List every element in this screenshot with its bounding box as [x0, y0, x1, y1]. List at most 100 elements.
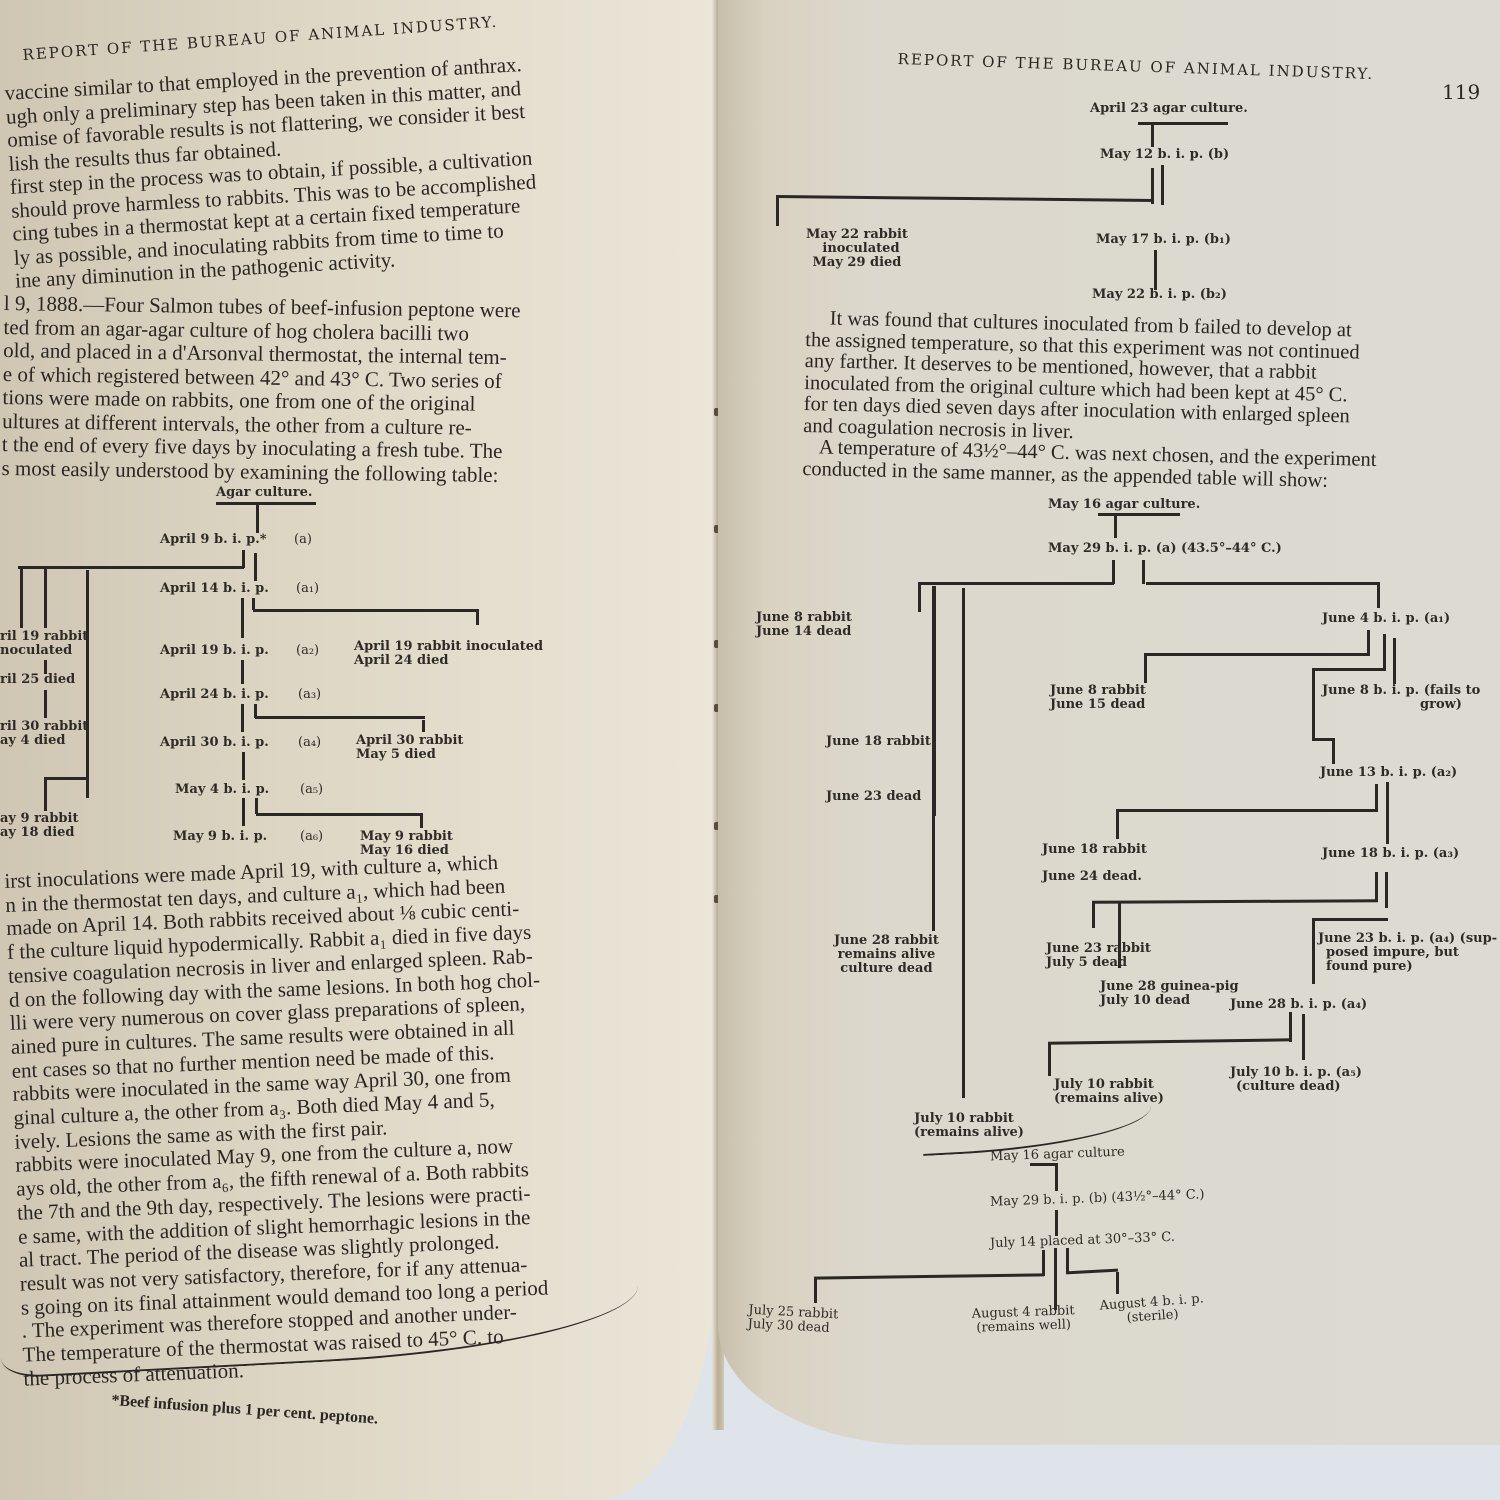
connector	[1312, 920, 1315, 984]
branch-line	[813, 1273, 1045, 1280]
connector	[1161, 165, 1164, 205]
branch-line	[1091, 899, 1379, 904]
label-line: July 10 dead	[1100, 993, 1191, 1008]
diagram-root-label: May 16 agar culture.	[1048, 497, 1201, 512]
connector	[1116, 1272, 1119, 1294]
connector	[241, 598, 244, 638]
stitch-mark	[714, 704, 720, 712]
connector	[1055, 1163, 1058, 1191]
connector	[252, 598, 255, 610]
left-page: Report of the Bureau of Animal Industry.…	[0, 0, 718, 1500]
connector	[242, 798, 245, 826]
connector	[1142, 560, 1145, 584]
connector	[1312, 668, 1315, 738]
branch-line	[775, 195, 1155, 202]
connector	[1066, 1248, 1069, 1274]
node-june-28: June 28 b. i. p. (a₄)	[1230, 997, 1368, 1012]
branch-line	[1116, 809, 1378, 812]
left-paragraph-2: l 9, 1888.—Four Salmon tubes of beef-inf…	[1, 291, 520, 487]
label-line: May 29 died	[812, 255, 902, 270]
connector	[1377, 582, 1380, 608]
connector	[1118, 902, 1121, 968]
label-line: May 16 died	[360, 843, 449, 858]
label-line: July 10 rabbit	[1054, 1077, 1154, 1092]
node-april-9: April 9 b. i. p.*	[160, 532, 267, 547]
leaf-july-10-rabbit-mid: July 10 rabbit (remains alive)	[1044, 1078, 1164, 1106]
connector	[932, 586, 935, 931]
leaf-july-10-rabbit-left: July 10 rabbit (remains alive)	[904, 1112, 1024, 1140]
label-line: June 8 b. i. p. (fails to	[1322, 683, 1481, 698]
label-line: (remains well)	[976, 1317, 1072, 1336]
label-line: April 24 died	[354, 653, 449, 668]
label-line: ay 4 died	[0, 733, 66, 748]
node-april-24-tag: (a₃)	[298, 687, 322, 702]
connector	[254, 553, 257, 581]
node-june-18: June 18 b. i. p. (a₃)	[1322, 846, 1460, 861]
root-underline	[1030, 1163, 1058, 1166]
label-line: remains alive	[837, 947, 936, 962]
left-branch-april-19: ril 19 rabbit noculated	[0, 630, 88, 658]
leaf-july-25-rabbit: July 25 rabbit July 30 dead	[747, 1303, 838, 1337]
label-line: June 15 dead	[1050, 697, 1146, 712]
connector	[1375, 784, 1378, 812]
node-april-24: April 24 b. i. p.	[160, 687, 269, 702]
leaf-june-8-rabbit: June 8 rabbit June 14 dead	[756, 611, 852, 639]
node-april-9-tag: (a)	[294, 532, 312, 547]
branch-line	[1312, 668, 1386, 671]
branch-may-22-rabbit: May 22 rabbit inoculated May 29 died	[806, 228, 908, 270]
node-april-19: April 19 b. i. p.	[160, 643, 269, 658]
label-line: (remains alive)	[1054, 1091, 1164, 1106]
connector	[1302, 1014, 1305, 1060]
connector	[242, 550, 245, 568]
branch-line	[253, 609, 479, 612]
connector	[1112, 560, 1115, 584]
label-line: June 23 b. i. p. (a₄) (sup-	[1318, 931, 1498, 946]
branch-line	[1047, 1038, 1293, 1045]
connector	[242, 752, 245, 780]
diagram-root-label: Agar culture.	[216, 485, 313, 500]
leaf-august-4-rabbit: August 4 rabbit (remains well)	[972, 1303, 1076, 1336]
node-may-4: May 4 b. i. p.	[175, 782, 270, 797]
label-line: July 30 dead	[747, 1316, 830, 1336]
diagram-root-label: May 16 agar culture	[989, 1144, 1125, 1165]
connector	[1048, 1044, 1051, 1076]
label-line: April 30 rabbit	[356, 733, 464, 748]
connector	[1114, 516, 1117, 538]
connector	[422, 720, 425, 732]
branch-line	[1312, 738, 1334, 741]
connector	[918, 582, 921, 612]
connector	[1055, 1210, 1058, 1236]
label-line: July 10 b. i. p. (a₅)	[1230, 1065, 1362, 1080]
connector	[1367, 630, 1370, 656]
node-july-10: July 10 b. i. p. (a₅) (culture dead)	[1230, 1066, 1362, 1094]
connector	[1151, 168, 1154, 204]
leaf-june-23-dead: June 23 dead	[826, 789, 922, 804]
node-april-30-tag: (a₄)	[298, 735, 322, 750]
leaf-june-18-rabbit: June 18 rabbit	[826, 734, 931, 749]
branch-line	[1065, 1268, 1119, 1275]
node-may-9: May 9 b. i. p.	[173, 829, 268, 844]
label-line: (remains alive)	[914, 1125, 1024, 1140]
connector	[1154, 250, 1157, 290]
branch-line	[18, 566, 244, 569]
branch-line	[44, 777, 88, 780]
label-line: June 28 guinea-pig	[1100, 979, 1239, 994]
branch-line	[1146, 582, 1380, 585]
connector	[1386, 782, 1389, 844]
node-may-9-tag: (a₆)	[300, 829, 324, 844]
label-line: ril 19 rabbit	[0, 629, 89, 644]
left-paragraph-1: vaccine similar to that employed in the …	[4, 52, 541, 294]
label-line: ay 9 rabbit	[0, 811, 79, 826]
connector	[420, 816, 423, 828]
node-may-29: May 29 b. i. p. (a) (43.5°–44° C.)	[1048, 541, 1282, 556]
branch-line	[255, 716, 425, 719]
left-branch-april-30: ril 30 rabbit ay 4 died	[0, 720, 88, 748]
connector	[1393, 638, 1396, 684]
branch-line	[1312, 918, 1388, 921]
connector	[1054, 1248, 1057, 1310]
connector	[44, 660, 47, 674]
right-running-head: Report of the Bureau of Animal Industry.	[897, 50, 1375, 83]
leaf-june-24-dead: June 24 dead.	[1042, 869, 1142, 884]
node-june-13: June 13 b. i. p. (a₂)	[1320, 765, 1458, 780]
leaf-august-4-bip: August 4 b. i. p. (sterile)	[1099, 1291, 1205, 1327]
